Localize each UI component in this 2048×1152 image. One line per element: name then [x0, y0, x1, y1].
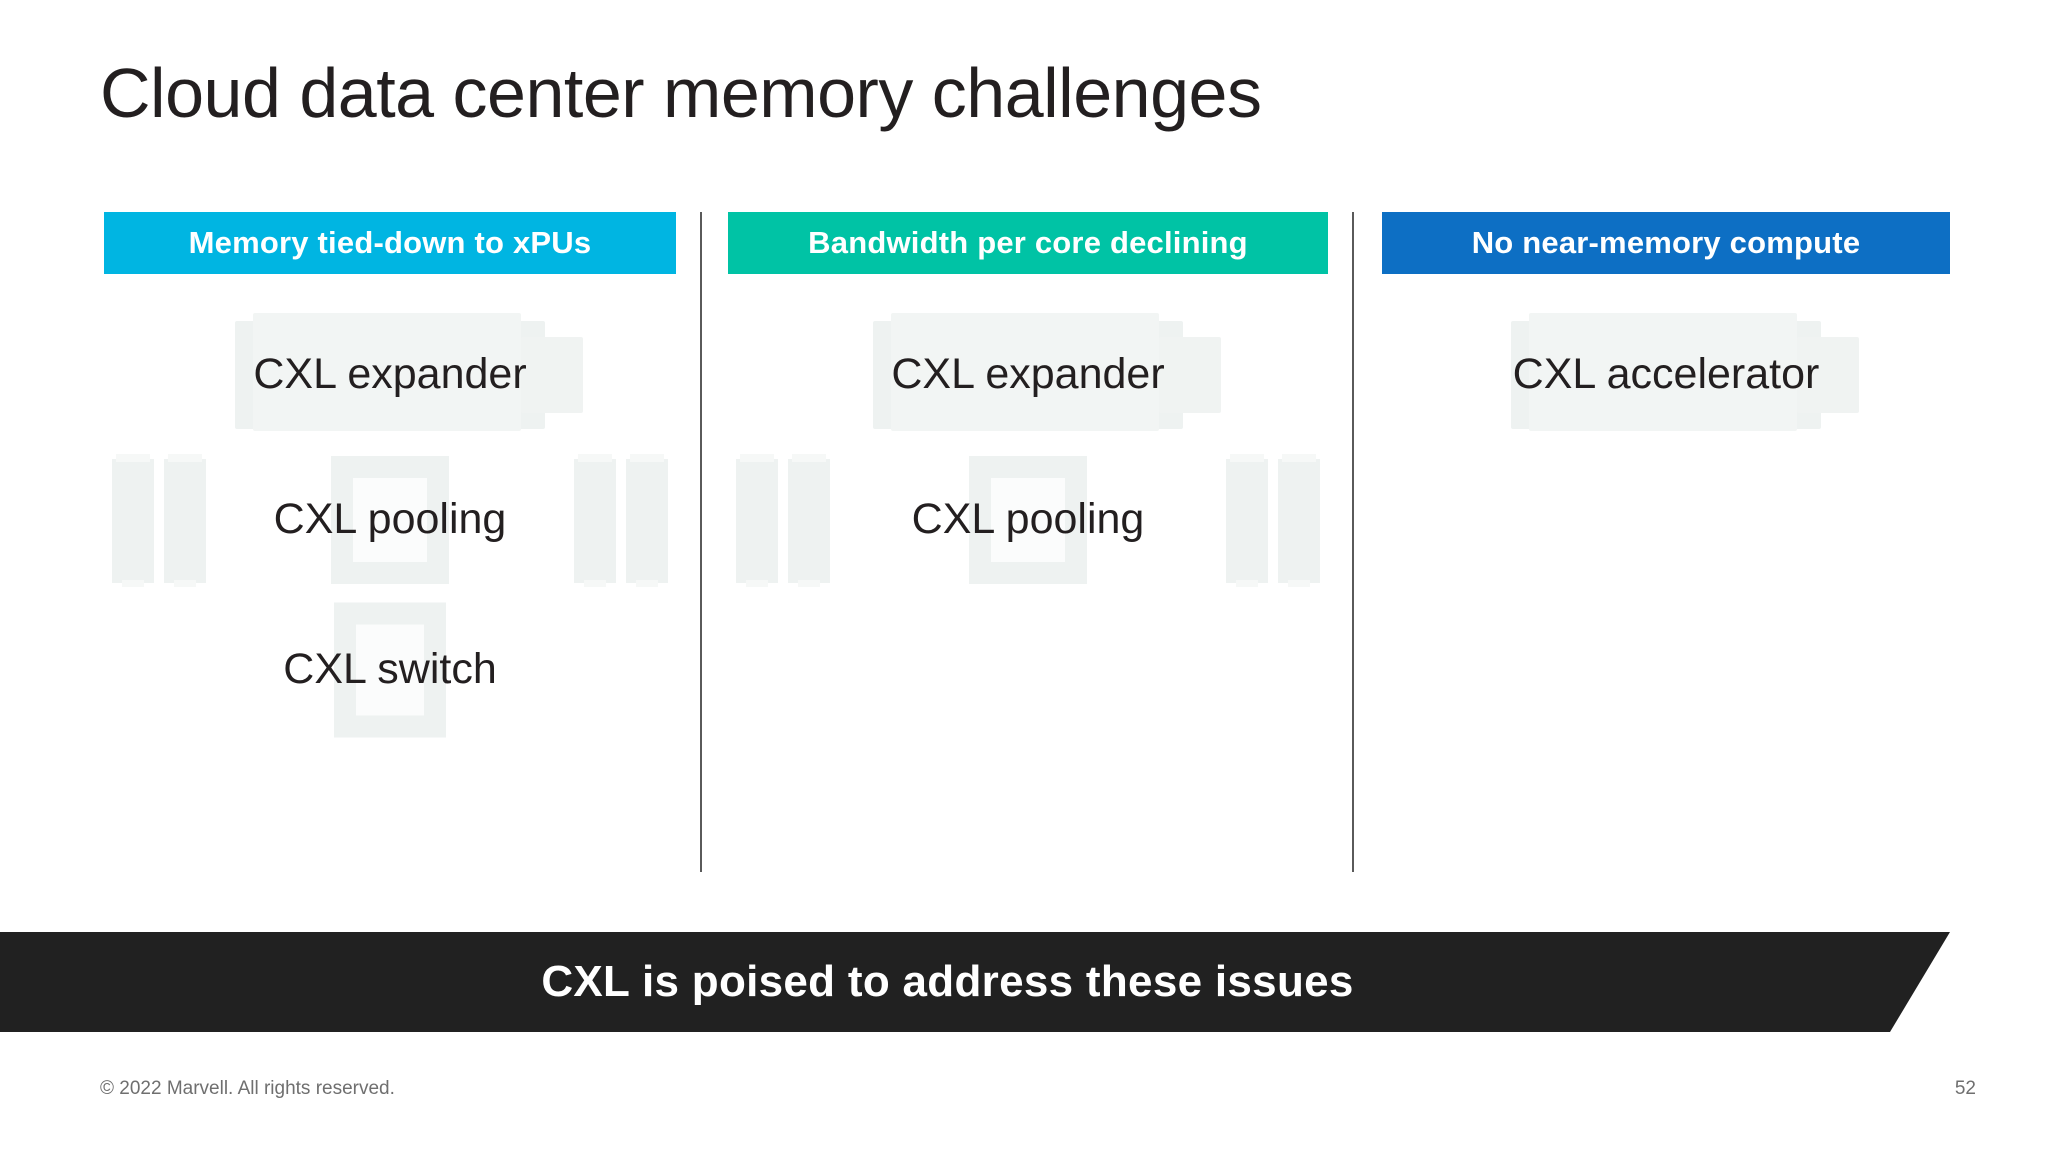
feature-cxl-expander-col2: CXL expander: [728, 302, 1328, 447]
columns-container: Memory tied-down to xPUs CXL expander CX…: [0, 212, 2048, 882]
takeaway-banner-text: CXL is poised to address these issues: [541, 957, 1354, 1006]
footer-page-number: 52: [1954, 1078, 1976, 1099]
feature-label-cxl-switch-col1: CXL switch: [283, 645, 497, 693]
feature-label-cxl-pooling-col1: CXL pooling: [273, 495, 507, 543]
column-bandwidth-per-core: Bandwidth per core declining CXL expande…: [728, 212, 1328, 882]
column-header-3: No near-memory compute: [1382, 212, 1950, 274]
column-header-1-label: Memory tied-down to xPUs: [188, 225, 592, 260]
feature-cxl-pooling-col2: CXL pooling: [728, 447, 1328, 592]
column-header-1: Memory tied-down to xPUs: [104, 212, 676, 274]
page-title: Cloud data center memory challenges: [100, 54, 1262, 132]
column-divider-2: [1352, 212, 1354, 872]
footer-copyright: © 2022 Marvell. All rights reserved.: [100, 1078, 395, 1099]
feature-label-cxl-accelerator-col3: CXL accelerator: [1512, 350, 1820, 398]
feature-cxl-pooling-col1: CXL pooling: [104, 447, 676, 592]
column-header-2: Bandwidth per core declining: [728, 212, 1328, 274]
feature-label-cxl-pooling-col2: CXL pooling: [911, 495, 1145, 543]
column-memory-tied-down: Memory tied-down to xPUs CXL expander CX…: [104, 212, 676, 882]
column-header-3-label: No near-memory compute: [1471, 225, 1861, 260]
feature-label-cxl-expander-col1: CXL expander: [253, 350, 527, 398]
feature-cxl-expander-col1: CXL expander: [104, 302, 676, 447]
takeaway-banner: CXL is poised to address these issues: [0, 932, 1950, 1032]
column-no-near-memory-compute: No near-memory compute CXL accelerator: [1382, 212, 1950, 882]
feature-label-cxl-expander-col2: CXL expander: [891, 350, 1165, 398]
feature-cxl-accelerator-col3: CXL accelerator: [1382, 302, 1950, 447]
column-divider-1: [700, 212, 702, 872]
feature-cxl-switch-col1: CXL switch: [104, 597, 676, 742]
column-header-2-label: Bandwidth per core declining: [808, 225, 1248, 260]
